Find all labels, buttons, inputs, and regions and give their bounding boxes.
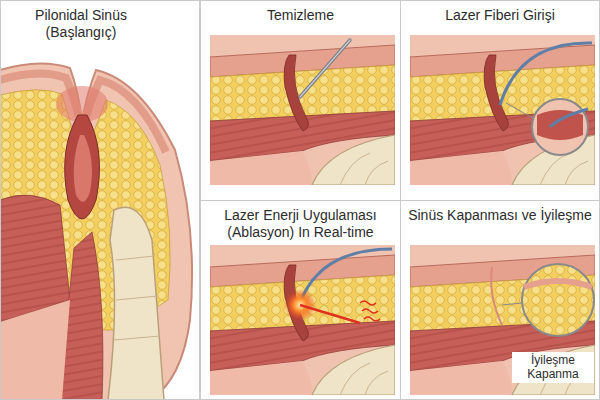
step-panel: Pilonidal Sinüs (Başlangıç) (0, 0, 200, 400)
step-panel: Temizleme (200, 0, 401, 201)
ablation-illustration (210, 245, 395, 395)
fiber-insertion-illustration (410, 35, 595, 185)
step-title: Sinüs Kapanması ve İyileşme (403, 207, 597, 224)
step-title: Lazer Fiberi Girişi (405, 7, 595, 24)
step-title: Temizleme (206, 7, 396, 24)
cleaning-illustration (210, 35, 395, 185)
healing-illustration (410, 245, 595, 395)
step-title: Lazer Enerji Uygulaması (Ablasyon) In Re… (204, 207, 398, 241)
step-panel: Lazer Enerji Uygulaması (Ablasyon) In Re… (200, 200, 401, 400)
callout-label: İyileşme Kapanma (512, 352, 594, 383)
step-panel: Lazer Fiberi Girişi (400, 0, 600, 201)
step-title: Pilonidal Sinüs (Başlangıç) (6, 7, 156, 41)
sinus-cross-section (0, 63, 192, 400)
